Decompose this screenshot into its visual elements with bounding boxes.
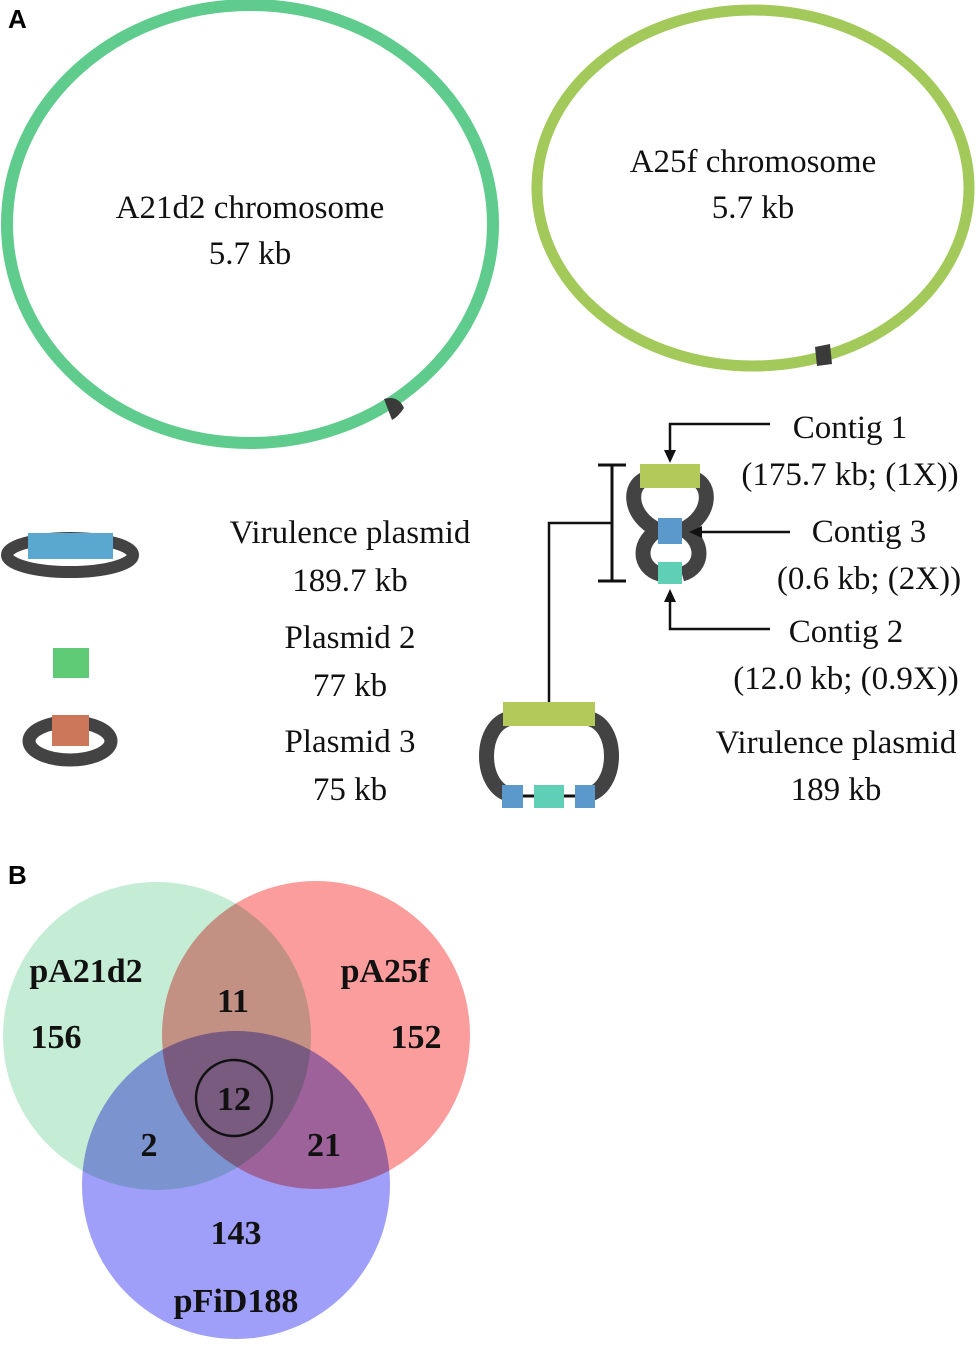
venn-set-pFiD188	[82, 1031, 390, 1339]
contig-1-arrow	[668, 422, 770, 452]
assembled-contig-2	[534, 785, 564, 808]
plasmid-3-size: 75 kb	[313, 772, 387, 808]
plasmid-2: Plasmid 2 77 kb	[53, 620, 416, 704]
plasmid-2-name: Plasmid 2	[284, 620, 415, 656]
contig-lower-loop	[635, 521, 707, 582]
assembled-contig-1	[503, 702, 595, 726]
contig-1-detail: (175.7 kb; (1X))	[741, 457, 958, 493]
venn-count-only-pFiD188: 143	[211, 1215, 262, 1252]
panel-b-letter: B	[8, 860, 27, 890]
contig-3-detail: (0.6 kb; (2X))	[777, 561, 961, 597]
chromosome-a25f: A25f chromosome 5.7 kb	[531, 4, 975, 372]
venn-core-circle	[194, 1058, 274, 1138]
plasmid-virulence-block	[28, 533, 113, 559]
plasmid-virulence: Virulence plasmid 189.7 kb	[1, 515, 471, 599]
plasmid-virulence-name: Virulence plasmid	[230, 515, 471, 551]
contig-3-block	[658, 518, 682, 544]
assembled-contig-3-right	[575, 785, 595, 808]
venn-count-only-pA25f: 152	[391, 1019, 442, 1056]
chromosome-a21d2-name: A21d2 chromosome	[116, 190, 385, 226]
chromosome-a21d2-size: 5.7 kb	[209, 236, 292, 272]
plasmid-2-size: 77 kb	[313, 668, 387, 704]
contig-2-detail: (12.0 kb; (0.9X))	[733, 661, 958, 697]
venn-count-pA25f-pFiD188: 21	[307, 1127, 341, 1164]
chromosome-a25f-marker	[815, 344, 832, 366]
plasmid-3: Plasmid 3 75 kb	[22, 715, 416, 808]
contig-2-arrow	[668, 600, 770, 631]
contig-2-name: Contig 2	[789, 614, 904, 650]
assembled-plasmid-size: 189 kb	[791, 772, 882, 808]
venn-count-all-three: 12	[217, 1081, 251, 1118]
contig-graph: Contig 1 (175.7 kb; (1X)) Contig 3 (0.6 …	[543, 410, 961, 721]
chromosome-a25f-ring	[531, 4, 975, 372]
plasmid-2-block	[53, 648, 89, 678]
plasmid-virulence-size: 189.7 kb	[292, 563, 408, 599]
venn-count-pA21d2-pA25f: 11	[217, 983, 249, 1020]
venn-name-pFiD188: pFiD188	[174, 1283, 299, 1320]
contig-1-block	[640, 464, 700, 488]
assembled-plasmid-name: Virulence plasmid	[716, 725, 957, 761]
contig-2-block	[658, 562, 682, 584]
venn-diagram: pA21d2 pA25f pFiD188 156 152 143 11 2 21…	[3, 881, 470, 1339]
assembled-right-arc	[583, 710, 619, 803]
contig-2-arrowhead	[664, 589, 676, 602]
panel-a-letter: A	[8, 4, 27, 34]
contig-1-arrowhead	[664, 450, 676, 463]
venn-name-pA21d2: pA21d2	[29, 953, 142, 990]
plasmid-3-name: Plasmid 3	[284, 724, 415, 760]
plasmid-3-block	[52, 715, 89, 746]
contig-3-arrowhead	[689, 526, 702, 538]
assembled-contig-3-left	[502, 785, 523, 808]
chromosome-a25f-size: 5.7 kb	[712, 190, 795, 226]
contig-3-name: Contig 3	[812, 514, 927, 550]
chromosome-a21d2-ring	[1, 0, 499, 449]
chromosome-a21d2: A21d2 chromosome 5.7 kb	[1, 0, 499, 449]
venn-count-only-pA21d2: 156	[31, 1019, 82, 1056]
chromosome-a21d2-marker	[384, 398, 404, 420]
assembled-virulence-plasmid: Virulence plasmid 189 kb	[479, 702, 957, 808]
chromosome-a25f-name: A25f chromosome	[630, 144, 877, 180]
assembled-left-arc	[479, 710, 515, 803]
contig-1-name: Contig 1	[793, 410, 908, 446]
venn-count-pA21d2-pFiD188: 2	[141, 1127, 158, 1164]
assembly-arrow	[547, 521, 612, 710]
venn-name-pA25f: pA25f	[341, 953, 430, 990]
